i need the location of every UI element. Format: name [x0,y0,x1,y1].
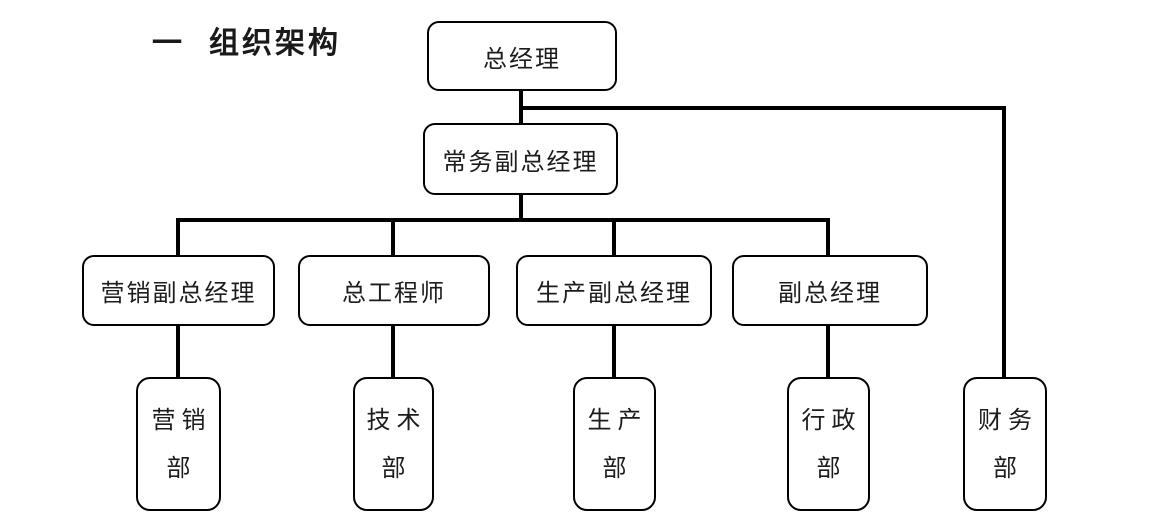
node-marketing-deputy-gm: 营销副总经理 [82,255,275,326]
connector-marketing-vp-to-dept [176,324,180,378]
node-finance-dept-line2: 部 [993,454,1023,482]
connector-bus-to-marketing-vp [176,220,180,257]
node-technology-dept-line1: 技术 [366,406,427,434]
node-executive-deputy-gm-label: 常务副总经理 [442,147,599,176]
node-finance-dept: 财务 部 [963,377,1047,511]
connector-evp-to-bus [519,193,523,222]
connector-chief-engineer-to-dept [391,324,395,378]
connector-level3-bus [176,218,830,222]
section-title: 一组织架构 [152,18,341,62]
connector-bus-to-chief-engineer [391,220,395,257]
node-admin-dept-line2: 部 [816,454,847,482]
node-chief-engineer-label: 总工程师 [342,279,446,307]
section-title-text: 组织架构 [209,26,341,61]
node-chief-engineer: 总工程师 [298,255,490,326]
node-marketing-deputy-gm-label: 营销副总经理 [100,279,257,307]
node-technology-dept: 技术 部 [353,377,434,511]
node-admin-dept-line1: 行政 [801,406,862,434]
node-general-manager-label: 总经理 [483,44,561,73]
node-deputy-gm-label: 副总经理 [778,279,882,307]
node-marketing-dept: 营销 部 [136,377,221,511]
node-production-deputy-gm-label: 生产副总经理 [536,279,692,307]
node-production-dept: 生产 部 [573,377,656,511]
node-finance-dept-line1: 财务 [978,406,1038,434]
connector-bus-to-production-vp [612,220,616,257]
node-technology-dept-line2: 部 [381,454,412,482]
connector-bus-to-vp [826,218,830,257]
section-number: 一 [152,26,185,61]
node-executive-deputy-gm: 常务副总经理 [423,123,618,195]
node-marketing-dept-line2: 部 [166,454,197,482]
node-production-deputy-gm: 生产副总经理 [516,255,712,326]
connector-vp-to-dept [826,324,830,378]
node-deputy-gm: 副总经理 [732,255,928,326]
node-general-manager: 总经理 [427,21,617,91]
connector-gm-to-finance-horizontal [521,106,1006,110]
node-marketing-dept-line1: 营销 [151,406,212,434]
connector-gm-to-finance-vertical [1002,106,1006,377]
node-admin-dept: 行政 部 [787,377,870,511]
node-production-dept-line2: 部 [602,454,633,482]
node-production-dept-line1: 生产 [587,406,648,434]
connector-production-vp-to-dept [612,324,616,378]
